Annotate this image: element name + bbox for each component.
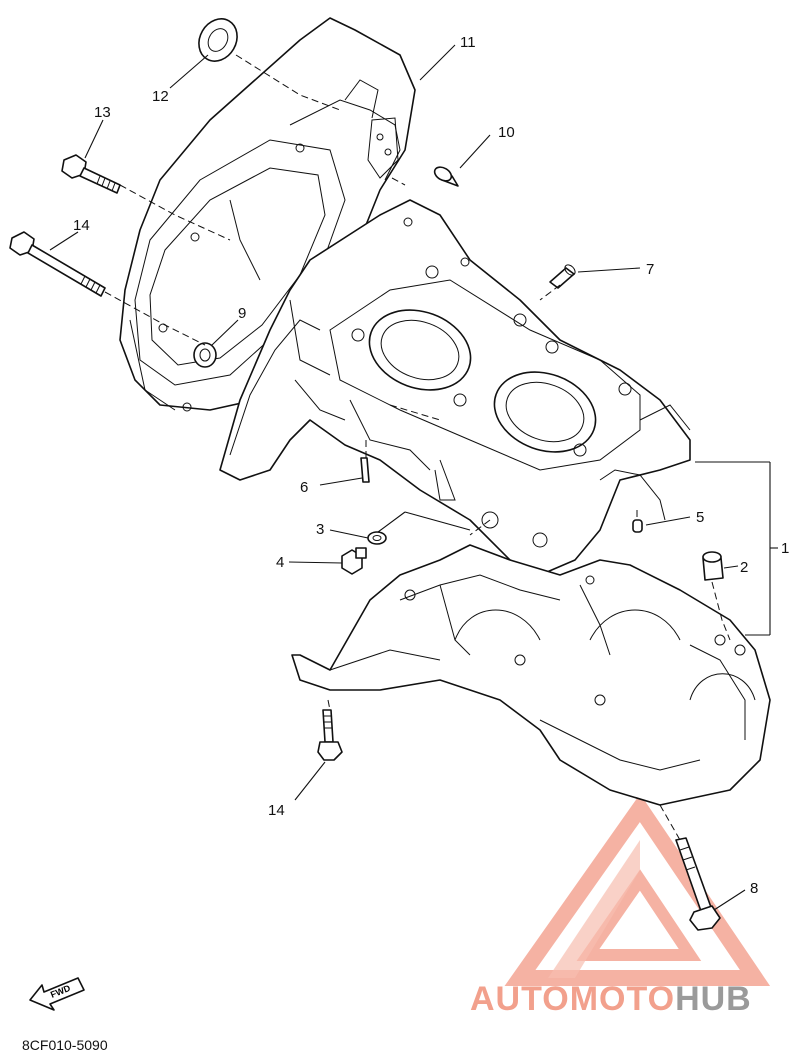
callout-labels: 1 2 3 4 5 6 7 8 9 10 11 12 13 14 14 bbox=[73, 34, 789, 897]
bolt-8-part bbox=[675, 837, 721, 931]
callout-1: 1 bbox=[781, 540, 789, 557]
callout-8: 8 bbox=[750, 880, 758, 897]
upper-crankcase-part bbox=[219, 199, 691, 576]
watermark-part1: AUTOMOTO bbox=[470, 980, 675, 1018]
lower-crankcase-part bbox=[291, 544, 771, 806]
callout-2: 2 bbox=[740, 559, 748, 576]
dowel-pin-5-part bbox=[632, 519, 643, 533]
watermark-logo bbox=[504, 793, 771, 986]
callout-11: 11 bbox=[460, 34, 476, 51]
callout-9: 9 bbox=[238, 305, 246, 322]
callout-4: 4 bbox=[276, 554, 284, 571]
leader-lines bbox=[49, 44, 778, 911]
collar-9-part bbox=[193, 342, 217, 368]
callout-3: 3 bbox=[316, 521, 324, 538]
washer-3-part bbox=[367, 531, 387, 545]
plug-2-part bbox=[702, 551, 724, 581]
oil-seal-part bbox=[198, 18, 238, 62]
dowel-pin-6-part bbox=[360, 457, 370, 483]
callout-13: 13 bbox=[94, 104, 111, 121]
watermark-text: AUTOMOTOHUB bbox=[470, 980, 752, 1018]
diagram-code: 8CF010-5090 bbox=[22, 1037, 108, 1053]
forward-arrow-icon: FWD bbox=[29, 977, 85, 1011]
callout-7: 7 bbox=[646, 261, 654, 278]
dowel-pin-10-part bbox=[433, 166, 459, 187]
callout-5: 5 bbox=[696, 509, 704, 526]
bolt-13-part bbox=[61, 154, 121, 194]
stud-7-part bbox=[549, 264, 576, 289]
bolt-14-long-part bbox=[9, 231, 106, 297]
drain-bolt-4-part bbox=[341, 547, 367, 575]
callout-10: 10 bbox=[498, 124, 515, 141]
callout-6: 6 bbox=[300, 479, 308, 496]
callout-12: 12 bbox=[152, 88, 169, 105]
callout-14-lower: 14 bbox=[268, 802, 285, 819]
svg-text:AUTOMOTOHUB: AUTOMOTOHUB bbox=[470, 980, 752, 1018]
callout-14-upper: 14 bbox=[73, 217, 90, 234]
assembly-lines bbox=[104, 54, 731, 841]
watermark-part2: HUB bbox=[675, 980, 752, 1018]
bolt-14-lower-part bbox=[317, 709, 343, 761]
